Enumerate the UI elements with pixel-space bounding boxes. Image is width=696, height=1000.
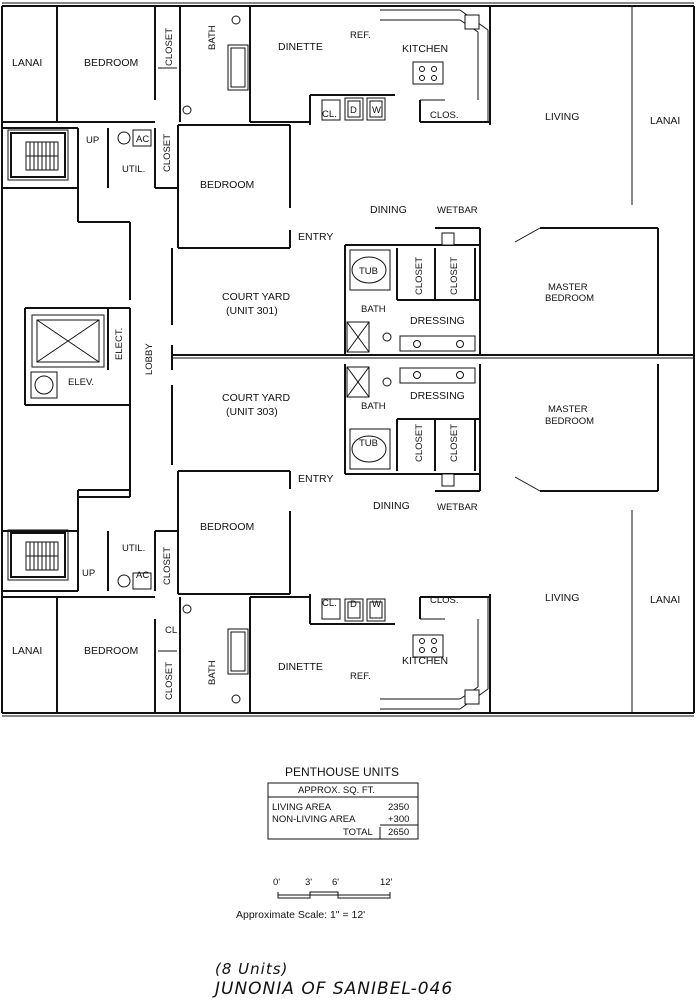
room-labels: LANAI BEDROOM CLOSET BATH DINETTE REF. K… [12, 25, 680, 700]
label-closet-bath2-bottom: CLOSET [449, 424, 460, 462]
label-kitchen-top: KITCHEN [402, 43, 448, 55]
core-area [7, 129, 173, 585]
label-unit-301: (UNIT 301) [226, 305, 278, 317]
label-lanai-top-right: LANAI [650, 115, 680, 127]
label-elect: ELECT. [114, 328, 125, 360]
top-unit-walls [2, 6, 659, 355]
label-closet-bath2-top: CLOSET [449, 257, 460, 295]
stair-bottom [7, 529, 69, 581]
label-master-top-2: BEDROOM [545, 293, 594, 304]
label-clos-top: CLOS. [430, 110, 459, 121]
label-entry-top: ENTRY [298, 231, 333, 243]
label-bedroom-bottom: BEDROOM [84, 645, 138, 657]
label-dinette-bottom: DINETTE [278, 661, 323, 673]
label-lanai-bottom-right: LANAI [650, 594, 680, 606]
stair-top [7, 129, 69, 181]
scale-tick-12: 12' [380, 877, 393, 888]
label-lanai-top-left: LANAI [12, 57, 42, 69]
label-closet-util-top: CLOSET [162, 134, 173, 172]
scale-tick-0: 0' [273, 877, 280, 888]
label-bedroom-top: BEDROOM [84, 57, 138, 69]
label-master-bottom-2: BEDROOM [545, 416, 594, 427]
area-table-header: APPROX. SQ. FT. [298, 785, 375, 796]
label-courtyard-bottom: COURT YARD [222, 392, 290, 404]
area-row-total-value: 2650 [388, 827, 409, 838]
area-table-title: PENTHOUSE UNITS [285, 765, 399, 779]
label-dinette-top: DINETTE [278, 41, 323, 53]
label-entry-bottom: ENTRY [298, 473, 333, 485]
label-closet-bath1-top: CLOSET [414, 257, 425, 295]
label-lobby: LOBBY [144, 343, 155, 375]
label-util-top: UTIL. [122, 164, 145, 175]
label-cl-bottom: CL. [322, 598, 337, 609]
label-ref-bottom: REF. [350, 671, 371, 682]
project-title: JUNONIA OF SANIBEL-046 [212, 979, 453, 999]
label-master-top-1: MASTER [548, 282, 588, 293]
scale-caption: Approximate Scale: 1" = 12' [236, 909, 365, 921]
label-dining-top: DINING [370, 204, 407, 216]
area-row-living-value: 2350 [388, 802, 409, 813]
label-closet-util-bottom: CLOSET [162, 547, 173, 585]
label-bedroom2-bottom: BEDROOM [200, 521, 254, 533]
area-row-living-label: LIVING AREA [272, 802, 332, 813]
label-cl-small-bottom: CL [165, 625, 177, 636]
label-dining-bottom: DINING [373, 500, 410, 512]
area-row-nonliving-label: NON-LIVING AREA [272, 814, 356, 825]
label-bath-master-bottom: BATH [361, 401, 386, 412]
label-ac-top: AC [136, 134, 149, 145]
scale-tick-3: 3' [305, 877, 312, 888]
label-d-top: D [350, 105, 357, 116]
label-up-bottom: UP [82, 568, 95, 579]
area-table: PENTHOUSE UNITS APPROX. SQ. FT. LIVING A… [267, 765, 419, 840]
label-tub-top: TUB [359, 266, 378, 277]
label-d-bottom: D [350, 599, 357, 610]
label-ref-top: REF. [350, 30, 371, 41]
label-dressing-top: DRESSING [410, 315, 465, 327]
label-lanai-bottom-left: LANAI [12, 645, 42, 657]
area-row-total-label: TOTAL [343, 827, 373, 838]
scale-tick-6: 6' [332, 877, 339, 888]
label-dressing-bottom: DRESSING [410, 390, 465, 402]
label-wetbar-bottom: WETBAR [437, 502, 478, 513]
label-closet-top: CLOSET [164, 28, 175, 66]
label-w-top: W [372, 105, 381, 116]
label-bath-top: BATH [207, 25, 218, 50]
area-row-nonliving-value: +300 [388, 814, 409, 825]
label-ac-bottom: AC [136, 570, 149, 581]
label-master-bottom-1: MASTER [548, 404, 588, 415]
label-bath-bottom: BATH [207, 660, 218, 685]
label-w-bottom: W [372, 599, 381, 610]
label-bath-master-top: BATH [361, 304, 386, 315]
bottom-unit-walls [2, 364, 659, 713]
label-living-top: LIVING [545, 111, 579, 123]
label-unit-303: (UNIT 303) [226, 406, 278, 418]
label-living-bottom: LIVING [545, 592, 579, 604]
label-cl-top: CL. [322, 109, 337, 120]
footer: (8 Units) JUNONIA OF SANIBEL-046 [212, 960, 453, 999]
label-wetbar-top: WETBAR [437, 205, 478, 216]
units-note: (8 Units) [215, 960, 288, 978]
label-elev: ELEV. [68, 377, 94, 388]
label-kitchen-bottom: KITCHEN [402, 655, 448, 667]
label-tub-bottom: TUB [359, 438, 378, 449]
label-bedroom2-top: BEDROOM [200, 179, 254, 191]
label-util-bottom: UTIL. [122, 543, 145, 554]
label-clos-bottom: CLOS. [430, 595, 459, 606]
label-up-top: UP [86, 135, 99, 146]
label-closet-bath1-bottom: CLOSET [414, 424, 425, 462]
building-outline [1, 2, 695, 717]
scale-bar: 0' 3' 6' 12' Approximate Scale: 1" = 12' [236, 877, 393, 921]
label-closet-bottom: CLOSET [164, 662, 175, 700]
label-courtyard-top: COURT YARD [222, 291, 290, 303]
